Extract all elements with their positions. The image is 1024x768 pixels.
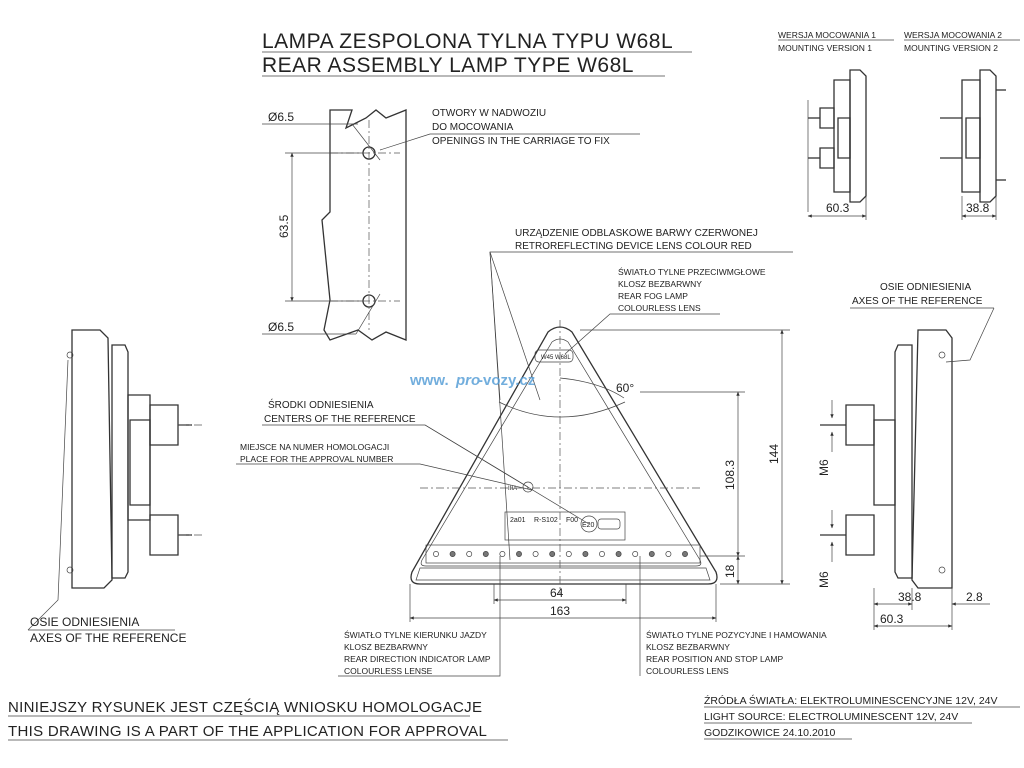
- mounting-version-labels: WERSJA MOCOWANIA 1 MOUNTING VERSION 1 WE…: [778, 30, 1020, 53]
- dir-label-2: KLOSZ BEZBARWNY: [344, 642, 428, 652]
- dir-label-3: REAR DIRECTION INDICATOR LAMP: [344, 654, 491, 664]
- mounting-v2-en: MOUNTING VERSION 2: [904, 43, 998, 53]
- mounting-holes-detail: 63.5 Ø6.5 Ø6.5 OTWORY W NADWOZIU DO MOCO…: [262, 108, 640, 341]
- lamp-code-2: R-S102: [534, 517, 558, 524]
- dim-64: 64: [550, 586, 564, 600]
- hole-bottom-diameter: Ø6.5: [268, 320, 294, 334]
- openings-label-en: OPENINGS IN THE CARRIAGE TO FIX: [432, 136, 610, 147]
- mounting-v2-dimension: 38.8: [966, 201, 990, 215]
- led-dot: [615, 551, 622, 557]
- watermark-suffix: -vozy.cz: [478, 372, 535, 389]
- right-side-view: M6 M6 38.8 2.8 60.3 OSIE ODNIESIENIA AXE…: [817, 282, 995, 630]
- led-dot: [582, 551, 589, 557]
- led-dot: [599, 551, 605, 557]
- mounting-v1-pl: WERSJA MOCOWANIA 1: [778, 30, 876, 40]
- side-60-dimension: 60.3: [880, 612, 904, 626]
- fog-label-1: ŚWIATŁO TYLNE PRZECIWMGŁOWE: [618, 266, 766, 277]
- lamp-callouts: URZĄDZENIE ODBLASKOWE BARWY CZERWONEJ RE…: [236, 228, 827, 677]
- lamp-code-3: F00: [566, 517, 578, 524]
- left-side-view: OSIE ODNIESIENIA AXES OF THE REFERENCE: [27, 329, 205, 645]
- led-dot: [516, 551, 522, 557]
- mounting-v1-en: MOUNTING VERSION 1: [778, 43, 872, 53]
- openings-label-pl-1: OTWORY W NADWOZIU: [432, 108, 546, 119]
- axes-left-en: AXES OF THE REFERENCE: [30, 631, 186, 645]
- lamp-mid-mark: IIIA: [508, 486, 517, 492]
- mounting-v2-pl: WERSJA MOCOWANIA 2: [904, 30, 1002, 40]
- mounting-v1-dimension: 60.3: [826, 201, 850, 215]
- mounting-v2-side-view: 38.8: [940, 69, 1006, 220]
- hole-top-diameter: Ø6.5: [268, 110, 294, 124]
- pos-label-2: KLOSZ BEZBARWNY: [646, 642, 730, 652]
- dim-144: 144: [767, 444, 781, 464]
- axes-right-en: AXES OF THE REFERENCE: [852, 296, 983, 307]
- side-28-dimension: 2.8: [966, 590, 983, 604]
- lamp-top-code: W45 W68L: [541, 355, 571, 361]
- led-dot: [449, 551, 456, 557]
- mounting-v1-side-view: 60.3: [807, 69, 867, 220]
- lamp-e-mark: E20: [582, 522, 595, 529]
- retro-label-en: RETROREFLECTING DEVICE LENS COLOUR RED: [515, 241, 752, 252]
- footer-place-date: GODZIKOWICE 24.10.2010: [704, 727, 835, 739]
- m6-top-label: M6: [817, 459, 831, 476]
- footer-notes: NINIEJSZY RYSUNEK JEST CZĘŚCIĄ WNIOSKU H…: [8, 694, 1020, 741]
- led-dot: [665, 551, 672, 557]
- led-dot: [499, 551, 506, 557]
- drawing-title: LAMPA ZESPOLONA TYLNA TYPU W68L REAR ASS…: [262, 30, 692, 77]
- openings-label-pl-2: DO MOCOWANIA: [432, 122, 514, 133]
- hole-spacing-dimension: 63.5: [277, 214, 291, 238]
- approval-label-pl: MIEJSCE NA NUMER HOMOLOGACJI: [240, 442, 389, 452]
- dim-163: 163: [550, 604, 570, 618]
- lamp-dimensions: 108.3 144 18 64 163: [409, 329, 790, 622]
- fog-label-3: REAR FOG LAMP: [618, 291, 688, 301]
- centers-label-en: CENTERS OF THE REFERENCE: [264, 414, 416, 425]
- dim-108: 108.3: [723, 460, 737, 490]
- led-dot: [532, 551, 539, 557]
- watermark-prefix: www.: [409, 372, 449, 389]
- approval-label-en: PLACE FOR THE APPROVAL NUMBER: [240, 454, 393, 464]
- lamp-front-view: W45 W68L IIIA 2a01 R-S102 F00 E20 60°: [410, 320, 718, 595]
- footer-source-pl: ŹRÓDŁA ŚWIATŁA: ELEKTROLUMINESCENCYJNE 1…: [704, 694, 998, 707]
- pos-label-3: REAR POSITION AND STOP LAMP: [646, 654, 783, 664]
- watermark: www. pro -vozy.cz: [409, 372, 535, 389]
- retro-label-pl: URZĄDZENIE ODBLASKOWE BARWY CZERWONEJ: [515, 228, 758, 239]
- led-dot: [482, 551, 489, 557]
- dim-18: 18: [723, 564, 737, 578]
- led-dot: [565, 551, 572, 557]
- led-dot: [433, 551, 439, 557]
- led-dot: [648, 551, 655, 557]
- angle-label: 60°: [616, 381, 634, 395]
- dir-label-1: ŚWIATŁO TYLNE KIERUNKU JAZDY: [344, 629, 487, 640]
- led-dot: [549, 551, 556, 557]
- axes-right-pl: OSIE ODNIESIENIA: [880, 282, 971, 293]
- title-line-2: REAR ASSEMBLY LAMP TYPE W68L: [262, 54, 634, 77]
- pos-label-1: ŚWIATŁO TYLNE POZYCYJNE I HAMOWANIA: [646, 629, 827, 640]
- watermark-middle: pro: [455, 372, 480, 389]
- led-row: [433, 551, 688, 557]
- footer-source-en: LIGHT SOURCE: ELECTROLUMINESCENT 12V, 24…: [704, 711, 958, 723]
- fog-label-2: KLOSZ BEZBARWNY: [618, 279, 702, 289]
- led-dot: [632, 551, 639, 557]
- led-dot: [682, 551, 688, 557]
- footer-note-en: THIS DRAWING IS A PART OF THE APPLICATIO…: [8, 723, 487, 740]
- title-line-1: LAMPA ZESPOLONA TYLNA TYPU W68L: [262, 30, 673, 53]
- m6-bottom-label: M6: [817, 571, 831, 588]
- side-38-dimension: 38.8: [898, 590, 922, 604]
- footer-note-pl: NINIEJSZY RYSUNEK JEST CZĘŚCIĄ WNIOSKU H…: [8, 698, 482, 716]
- fog-label-4: COLOURLESS LENS: [618, 303, 701, 313]
- axes-left-pl: OSIE ODNIESIENIA: [30, 615, 139, 629]
- centers-label-pl: ŚRODKI ODNIESIENIA: [268, 398, 374, 411]
- pos-label-4: COLOURLESS LENS: [646, 666, 729, 676]
- lamp-code-1: 2a01: [510, 517, 526, 524]
- led-dot: [466, 551, 473, 557]
- dir-label-4: COLOURLESS LENSE: [344, 666, 433, 676]
